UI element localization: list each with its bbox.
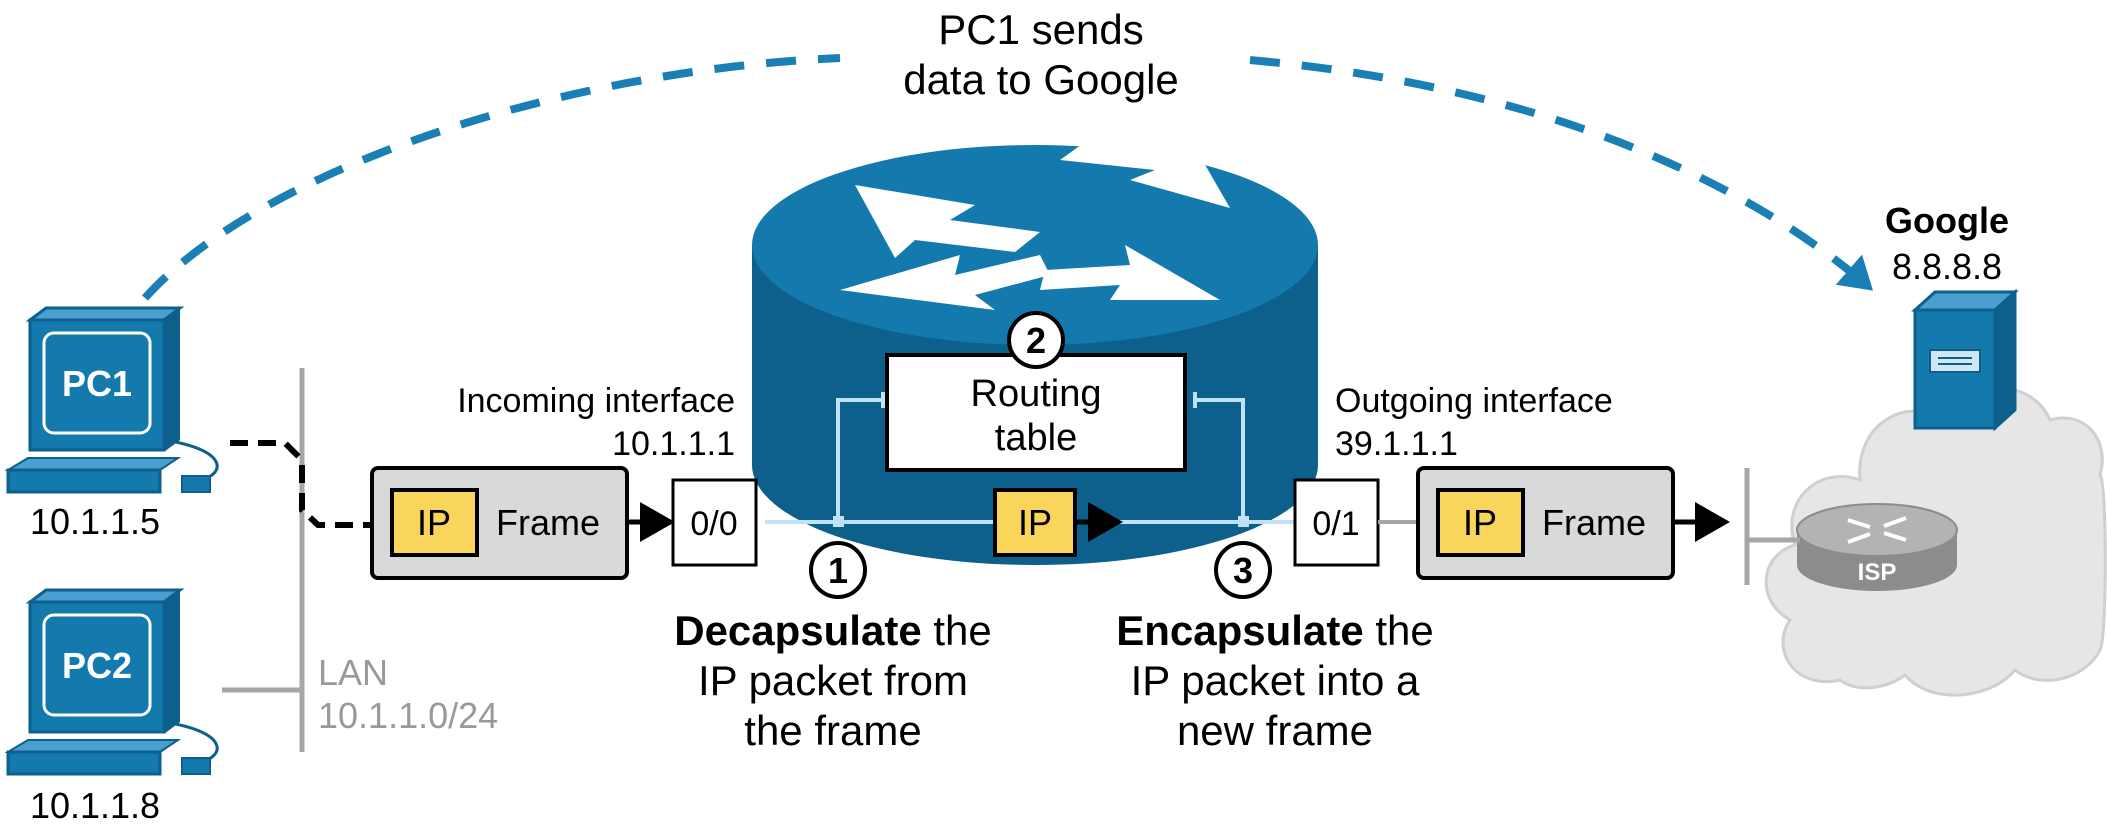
title-line2: data to Google	[903, 56, 1179, 103]
step2-marker: 2	[1007, 311, 1065, 369]
router-ip-packet-label: IP	[1018, 502, 1052, 543]
incoming-interface-ip: 10.1.1.1	[612, 425, 735, 463]
routing-table-line2: table	[995, 417, 1077, 459]
lan-label: LAN	[318, 652, 388, 693]
step1-node	[833, 516, 844, 527]
step1-marker: 1	[809, 541, 867, 599]
outgoing-frame: IP Frame	[1416, 466, 1675, 580]
encap-line2: IP packet into a	[1131, 657, 1420, 704]
lan-subnet: 10.1.1.0/24	[318, 695, 498, 736]
isp-label: ISP	[1858, 559, 1897, 586]
title: PC1 sends data to Google	[903, 6, 1179, 103]
incoming-frame-label: Frame	[496, 502, 600, 543]
encapsulate-description: Encapsulate the IP packet into a new fra…	[1116, 607, 1434, 754]
router-arrows-icon	[840, 130, 1230, 310]
incoming-frame-ip: IP	[417, 502, 451, 543]
decap-rest: the	[922, 607, 992, 654]
outgoing-interface-ip: 39.1.1.1	[1335, 425, 1458, 463]
pc2-ip: 10.1.1.8	[30, 785, 160, 826]
google-ip: 8.8.8.8	[1892, 246, 2002, 287]
routing-table-box	[885, 353, 1187, 472]
step3-node	[1238, 516, 1249, 527]
pc1-ip: 10.1.1.5	[30, 501, 160, 542]
incoming-port-box	[671, 478, 758, 567]
pc2-computer-icon: PC2	[4, 588, 219, 776]
title-line1: PC1 sends	[938, 6, 1143, 53]
decap-line1: Decapsulate the	[674, 607, 992, 654]
pc1-name: PC1	[62, 363, 132, 404]
data-flow-arc-left	[142, 54, 841, 301]
decap-bold: Decapsulate	[674, 607, 921, 654]
outgoing-port: 0/1	[1312, 505, 1359, 543]
step3-number: 3	[1233, 550, 1253, 591]
incoming-port: 0/0	[690, 505, 737, 543]
outgoing-frame-ip: IP	[1463, 502, 1497, 543]
incoming-frame: IP Frame	[370, 466, 629, 580]
outgoing-port-box	[1293, 478, 1380, 567]
step1-number: 1	[828, 550, 848, 591]
outgoing-frame-label: Frame	[1542, 502, 1646, 543]
data-flow-arc-right	[1249, 56, 1874, 292]
routing-table-line1: Routing	[971, 373, 1102, 415]
decapsulate-description: Decapsulate the IP packet from the frame	[674, 607, 992, 754]
isp-router-icon: ISP	[1796, 503, 1958, 591]
google-name: Google	[1885, 200, 2009, 241]
encap-bold: Encapsulate	[1116, 607, 1363, 654]
incoming-interface-label: Incoming interface	[457, 382, 735, 420]
encap-line1: Encapsulate the	[1116, 607, 1434, 654]
pc1-lan-link	[230, 440, 372, 528]
google-server-icon	[1911, 288, 2019, 432]
pc1-computer-icon: PC1	[4, 306, 219, 494]
router-ip-packet	[993, 488, 1077, 557]
outgoing-interface-label: Outgoing interface	[1335, 382, 1613, 420]
decap-line2: IP packet from	[698, 657, 968, 704]
decap-line3: the frame	[744, 707, 921, 754]
step3-marker: 3	[1214, 541, 1272, 599]
pc2-name: PC2	[62, 645, 132, 686]
encap-rest: the	[1364, 607, 1434, 654]
step2-number: 2	[1026, 320, 1046, 361]
encap-line3: new frame	[1177, 707, 1373, 754]
